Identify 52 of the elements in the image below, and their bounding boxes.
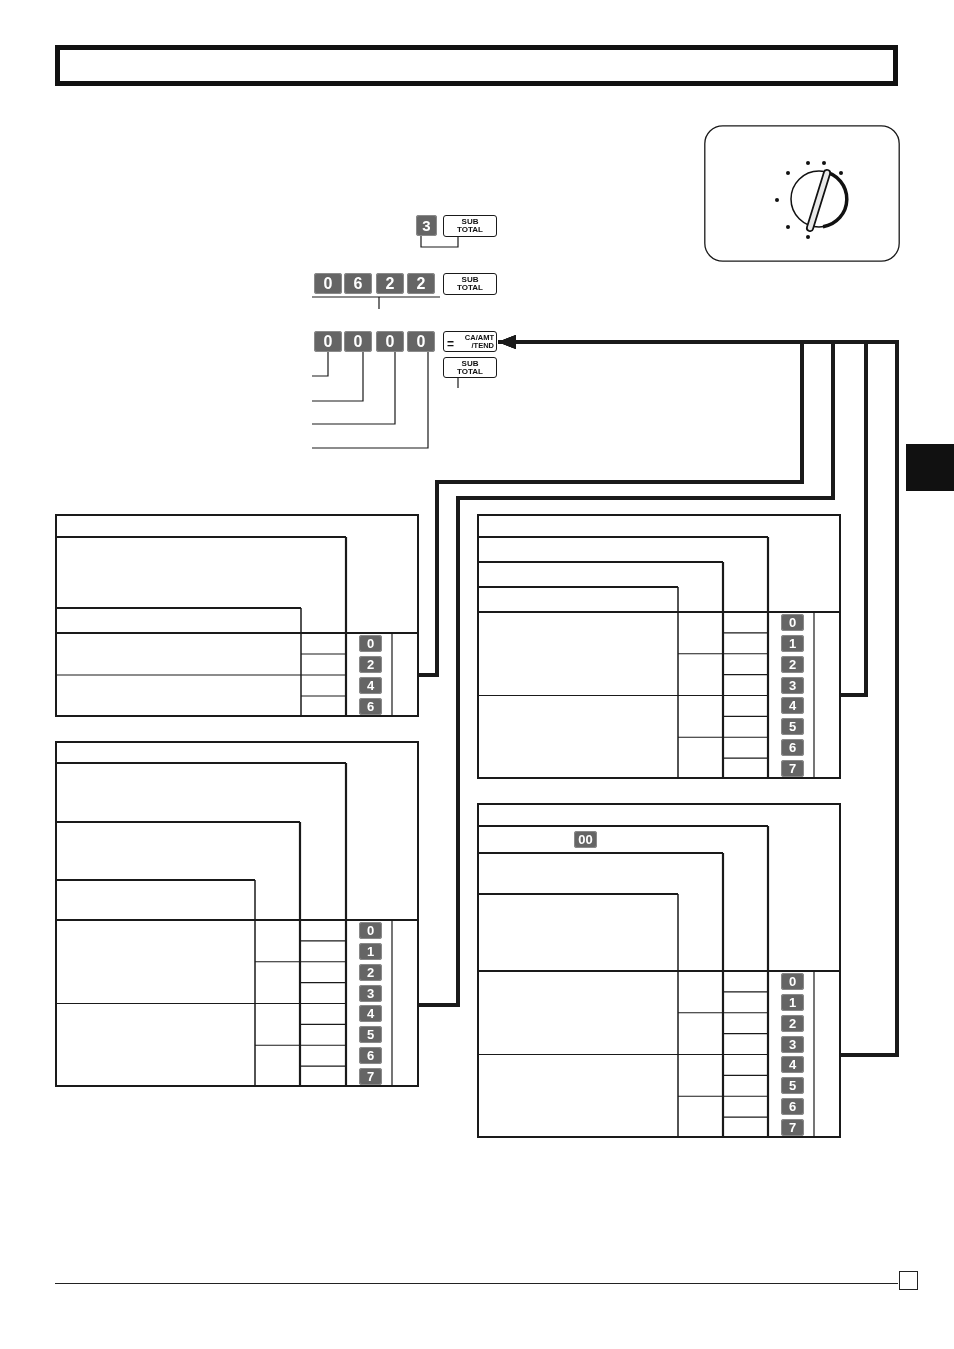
key-cap: 0 <box>359 921 382 939</box>
key-cap: SUB TOTAL <box>443 357 497 378</box>
key-cap: 3 <box>781 1035 804 1053</box>
key-cap: 7 <box>781 760 804 778</box>
key-cap: 0 <box>314 273 342 294</box>
key-cap: 1 <box>781 634 804 652</box>
leader-line <box>457 377 459 389</box>
setting-table <box>477 514 841 779</box>
key-cap: 2 <box>781 1014 804 1032</box>
key-cap <box>443 331 497 352</box>
key-cap: 6 <box>344 273 372 294</box>
key-cap: 5 <box>781 1077 804 1095</box>
key-cap: 4 <box>359 1005 382 1023</box>
key-cap: 00 <box>574 831 597 848</box>
key-cap: 5 <box>359 1026 382 1044</box>
key-symbol: = <box>447 338 454 350</box>
key-cap: 6 <box>359 698 382 715</box>
key-cap: 7 <box>781 1119 804 1137</box>
key-cap: 2 <box>359 656 382 673</box>
key-cap: 2 <box>407 273 435 294</box>
key-cap: 6 <box>781 739 804 757</box>
key-cap: 0 <box>407 331 435 352</box>
key-cap: 0 <box>376 331 404 352</box>
leader-line <box>311 351 364 402</box>
key-cap: 2 <box>376 273 404 294</box>
key-cap: 2 <box>781 655 804 673</box>
key-cap: 2 <box>359 963 382 981</box>
key-cap: 7 <box>359 1068 382 1086</box>
key-cap: 1 <box>359 942 382 960</box>
setting-table <box>55 741 419 1087</box>
key-cap: 0 <box>359 635 382 652</box>
key-cap: 6 <box>359 1047 382 1065</box>
key-cap: 4 <box>781 697 804 715</box>
key-cap: 4 <box>359 677 382 694</box>
key-cap: 4 <box>781 1056 804 1074</box>
key-cap: 0 <box>314 331 342 352</box>
setting-table <box>55 514 419 717</box>
key-cap: 3 <box>416 215 437 236</box>
key-cap: 1 <box>781 993 804 1011</box>
key-cap: 0 <box>344 331 372 352</box>
leader-line <box>311 351 396 425</box>
key-cap: SUB TOTAL <box>443 215 497 237</box>
key-cap: 3 <box>781 676 804 694</box>
key-cap: 5 <box>781 718 804 736</box>
key-cap: 3 <box>359 984 382 1002</box>
key-cap: SUB TOTAL <box>443 273 497 295</box>
leader-line <box>311 351 329 377</box>
key-cap: 6 <box>781 1098 804 1116</box>
key-cap: 0 <box>781 613 804 631</box>
leader-line <box>311 351 429 449</box>
key-cap: 0 <box>781 972 804 990</box>
setting-table <box>477 803 841 1138</box>
